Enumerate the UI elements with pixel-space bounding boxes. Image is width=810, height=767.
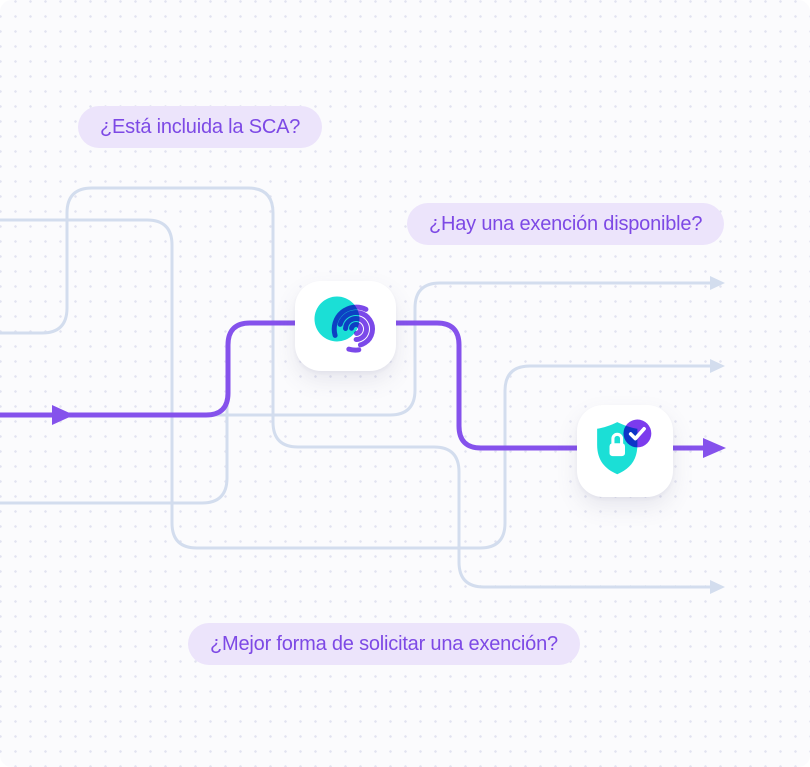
question-bubble-sca-included: ¿Está incluida la SCA? — [78, 106, 323, 148]
arrowhead-main-end — [703, 438, 726, 458]
lock-icon — [611, 432, 624, 446]
question-bubble-best-way-request: ¿Mejor forma de solicitar una exención? — [188, 623, 580, 665]
shield-check-node — [577, 405, 673, 497]
fingerprint-ridges — [331, 304, 375, 353]
flow-line-second-branch — [0, 218, 712, 550]
check-icon — [628, 427, 646, 441]
fingerprint-node — [295, 281, 396, 371]
arrowhead-middle-gray — [710, 359, 725, 373]
flow-line-top-branch — [0, 281, 712, 417]
arrowhead-main-start — [52, 405, 74, 425]
arrowhead-top-gray — [710, 276, 725, 290]
flow-line-outer-loop — [0, 186, 712, 589]
check-badge-icon — [623, 419, 652, 448]
arrowhead-bottom-gray — [710, 580, 725, 594]
fingerprint-icon — [314, 296, 375, 353]
shield-lock-icon — [597, 419, 652, 475]
question-bubble-exemption-available: ¿Hay una exención disponible? — [407, 203, 725, 245]
lock-body — [609, 443, 625, 457]
